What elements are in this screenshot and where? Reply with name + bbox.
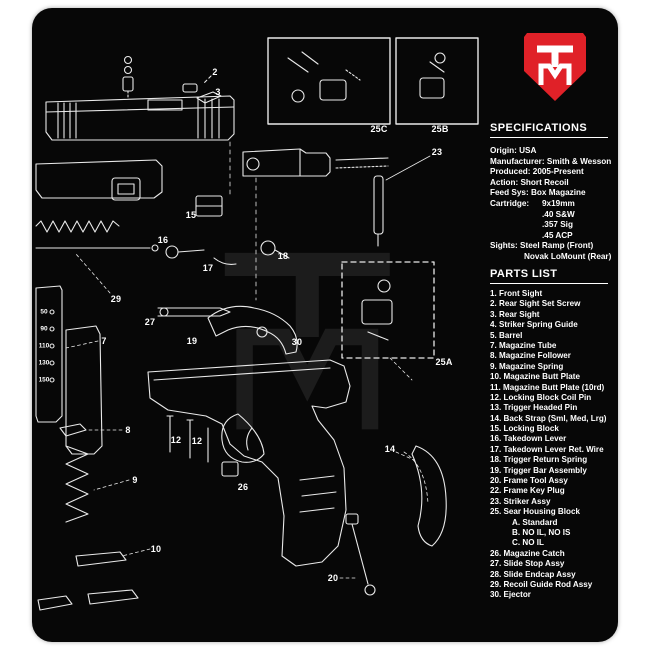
inset-box-25b xyxy=(395,37,479,125)
spec-row: Feed Sys: Box Magazine xyxy=(490,188,586,198)
parts-list-item: 3. Rear Sight xyxy=(490,309,540,319)
parts-list-item: A. Standard xyxy=(512,517,558,527)
trigger-bar-assembly xyxy=(207,305,298,355)
locking-block xyxy=(195,195,223,217)
parts-list-item: 13. Trigger Headed Pin xyxy=(490,403,578,413)
parts-list-item: 2. Rear Sight Set Screw xyxy=(490,299,581,309)
parts-list-item: B. NO IL, NO IS xyxy=(512,527,571,537)
pistol-frame xyxy=(147,359,351,567)
parts-list-item: 1. Front Sight xyxy=(490,289,543,298)
parts-list-item: 5. Barrel xyxy=(490,330,523,340)
frame-tool xyxy=(345,513,376,596)
rear-sight-parts xyxy=(182,75,222,104)
spec-row: Manufacturer: Smith & Wesson xyxy=(490,156,612,166)
inset-box-25a xyxy=(341,261,435,359)
spec-row: .357 Sig xyxy=(542,220,573,230)
takedown-lever xyxy=(165,245,237,265)
parts-list-item: 20. Frame Tool Assy xyxy=(490,476,568,486)
spec-row: Sights: Steel Ramp (Front) xyxy=(490,241,594,251)
parts-list-item: 22. Frame Key Plug xyxy=(490,486,565,496)
barrel xyxy=(242,148,331,177)
parts-list-item: 18. Trigger Return Spring xyxy=(490,455,588,465)
parts-list-item: 10. Magazine Butt Plate xyxy=(490,372,580,382)
parts-list-item: 14. Back Strap (Sml, Med, Lrg) xyxy=(490,413,607,423)
parts-list-item: 19. Trigger Bar Assembly xyxy=(490,465,587,475)
parts-list-item: 29. Recoil Guide Rod Assy xyxy=(490,579,593,589)
striker-small-parts xyxy=(122,55,134,100)
parts-list-item: 11. Magazine Butt Plate (10rd) xyxy=(490,382,605,392)
exploded-diagram xyxy=(35,37,479,611)
parts-list-item: 17. Takedown Lever Ret. Wire xyxy=(490,444,604,454)
spec-row: Novak LoMount (Rear) xyxy=(524,251,612,261)
backstrap xyxy=(403,445,447,547)
parts-list-item: 9. Magazine Spring xyxy=(490,361,564,371)
tekmat-logo xyxy=(524,33,586,101)
gun-cleaning-mat xyxy=(32,8,618,642)
inset-box-25c xyxy=(267,37,391,125)
spec-row: Origin: USA xyxy=(490,146,537,155)
parts-list-item: 4. Striker Spring Guide xyxy=(490,320,578,330)
parts-list-item: 12. Locking Block Coil Pin xyxy=(490,392,592,402)
parts-list-item: 7. Magazine Tube xyxy=(490,340,557,350)
spec-row: .40 S&W xyxy=(542,209,575,219)
spec-row: Action: Short Recoil xyxy=(490,177,569,187)
parts-list-item: C. NO IL xyxy=(512,538,544,548)
specifications-title: SPECIFICATIONS xyxy=(490,122,608,138)
trigger-return-spring xyxy=(260,240,290,259)
parts-list-item: 30. Ejector xyxy=(490,590,531,600)
watermark-monogram xyxy=(224,252,390,430)
spec-row: Cartridge:9x19mm xyxy=(490,198,575,208)
slide-underside xyxy=(35,159,163,201)
pistol-slide xyxy=(45,95,235,141)
recoil-assembly xyxy=(335,157,389,169)
spec-row: Produced: 2005-Present xyxy=(490,167,584,177)
spec-row: .45 ACP xyxy=(542,230,573,240)
magazine-catch xyxy=(221,461,239,477)
parts-list-item: 26. Magazine Catch xyxy=(490,548,565,558)
parts-list-title: PARTS LIST xyxy=(490,268,608,284)
parts-list-item: 27. Slide Stop Assy xyxy=(490,559,565,569)
slide-stop xyxy=(157,307,231,317)
magazine-tube xyxy=(35,285,103,455)
logo-tm-monogram xyxy=(537,45,573,85)
construction-lines xyxy=(87,141,415,579)
parts-list-item: 28. Slide Endcap Assy xyxy=(490,569,576,579)
parts-list-item: 8. Magazine Follower xyxy=(490,351,571,361)
magazine-parts xyxy=(37,423,139,611)
parts-list-item: 23. Striker Assy xyxy=(490,496,551,506)
parts-list-item: 25. Sear Housing Block xyxy=(490,507,580,517)
parts-list-item: 15. Locking Block xyxy=(490,424,559,434)
frame-pins xyxy=(166,415,209,463)
parts-list-item: 16. Takedown Lever xyxy=(490,434,567,444)
recoil-guide-rod xyxy=(35,220,159,294)
striker-assembly xyxy=(373,155,431,247)
